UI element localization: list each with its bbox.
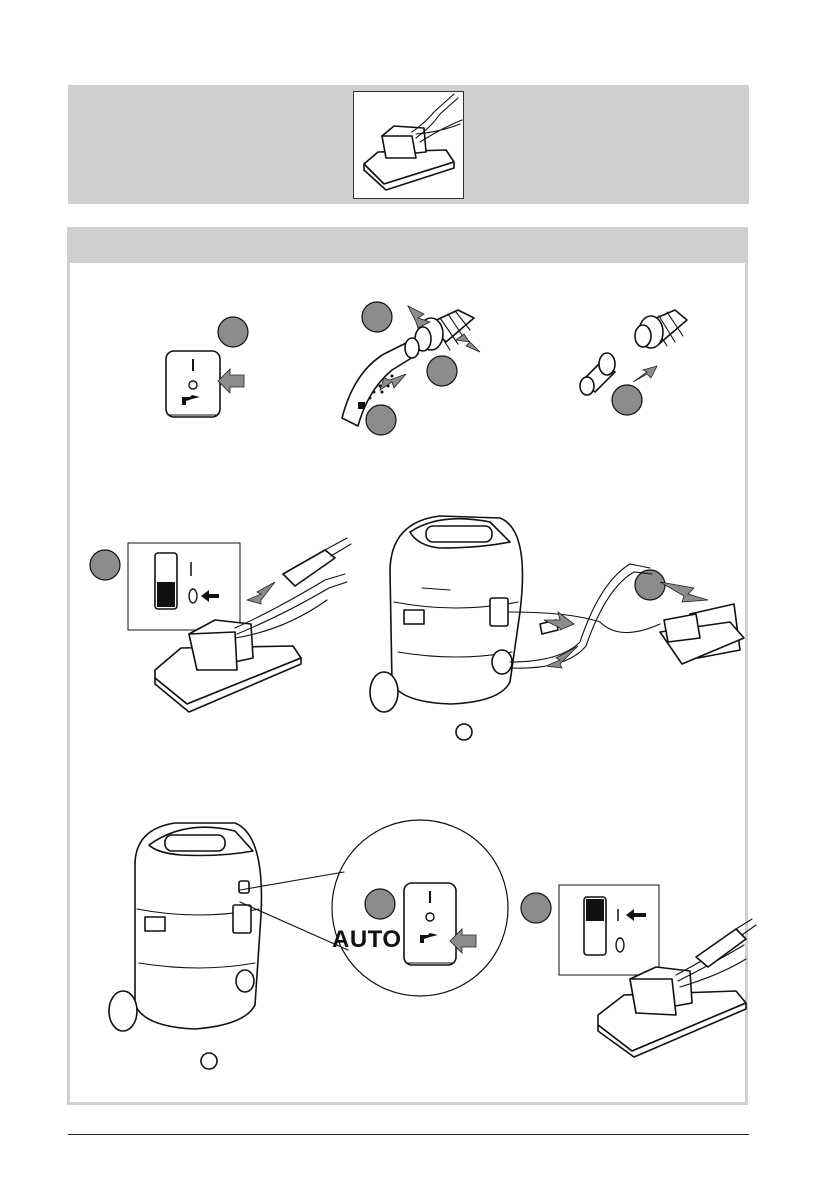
adapter-step-3 (567, 302, 707, 422)
header-tool-thumbnail (353, 91, 464, 199)
upholstery-nozzle-icon (354, 92, 463, 198)
instruction-panel: AUTO (67, 227, 748, 1105)
auto-label: AUTO (332, 926, 402, 954)
step-badge (218, 317, 248, 347)
nozzle-switch-off-step-4 (85, 530, 355, 720)
vacuum-connection-step-5 (360, 502, 750, 752)
footer-rule (68, 1134, 749, 1135)
arrow-icon (218, 369, 244, 393)
switch-panel-auto (360, 875, 480, 970)
hose-handle-step-2 (332, 298, 512, 438)
panel-header-bar (70, 230, 745, 263)
switch-panel-step-1 (160, 315, 260, 435)
nozzle-switch-on-step (500, 875, 750, 1065)
